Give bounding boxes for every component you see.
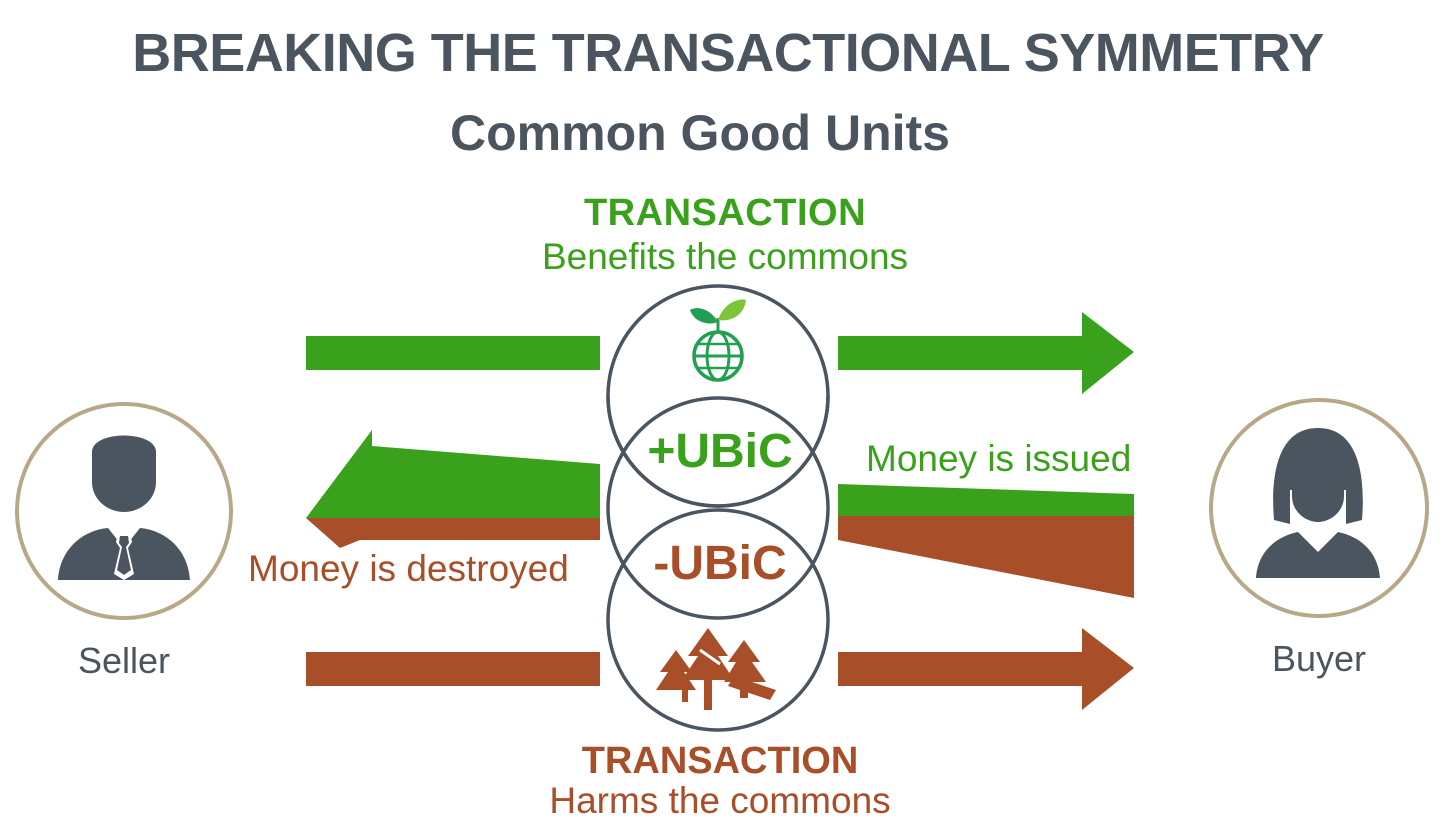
top-arrow-left-segment [306,336,600,370]
plus-ubic-label: +UBiC [647,425,793,478]
buyer-label: Buyer [1271,638,1367,679]
bottom-arrow-right-segment [838,628,1134,710]
top-transaction-heading: TRANSACTION [583,192,867,234]
issued-wedge-green-part [838,484,1134,516]
top-arrow-right-segment [838,312,1134,394]
diagram-title: BREAKING THE TRANSACTIONAL SYMMETRY [132,23,1324,83]
destroyed-arrow-brown-part [306,518,600,548]
destroyed-arrow-green-part [306,430,600,518]
bottom-transaction-caption: Harms the commons [549,780,891,821]
sprouting-globe-icon [690,299,746,382]
woman-icon [1256,428,1380,578]
bottom-transaction-heading: TRANSACTION [581,740,859,782]
issued-wedge-brown-part [838,516,1134,598]
money-issued-label: Money is issued [866,438,1132,479]
diagram-subtitle: Common Good Units [450,105,950,161]
businessman-icon [58,435,190,580]
middle-circle [606,396,830,620]
minus-ubic-label: -UBiC [653,537,787,590]
bottom-circle [606,508,830,732]
bottom-arrow-left-segment [306,652,600,686]
money-destroyed-label: Money is destroyed [248,548,569,589]
top-transaction-caption: Benefits the commons [541,236,909,277]
felled-trees-icon [656,628,776,710]
top-circle-lower-arc [606,395,830,508]
seller-label: Seller [77,640,171,681]
